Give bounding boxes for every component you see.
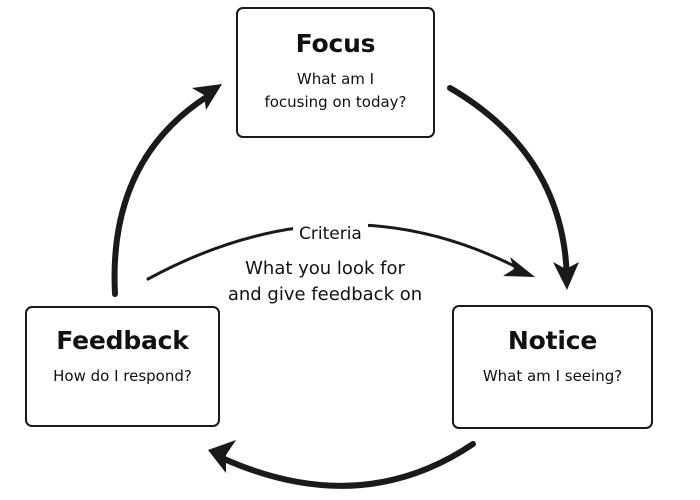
- arrow-feedback-to-focus: [111, 93, 211, 297]
- notice-title: Notice: [507, 326, 598, 355]
- focus-question-line2: focusing on today?: [264, 93, 407, 111]
- criteria-label: Criteria: [293, 223, 368, 245]
- arrow-notice-to-feedback: [219, 441, 476, 489]
- notice-box: Notice What am I seeing?: [452, 305, 653, 429]
- feedback-question: How do I respond?: [53, 367, 192, 385]
- arrow-focus-to-notice: [447, 85, 570, 284]
- criteria-description-line2: and give feedback on: [227, 284, 423, 305]
- arrowhead-criteria: [503, 257, 535, 277]
- arrowhead-feedback-to-focus: [192, 84, 222, 110]
- arrowhead-focus-to-notice: [553, 262, 579, 290]
- focus-question-line1: What am I: [296, 70, 375, 88]
- criteria-description-line1: What you look for: [245, 258, 405, 279]
- focus-title: Focus: [295, 29, 376, 58]
- notice-question: What am I seeing?: [482, 367, 623, 385]
- focus-box: Focus What am I focusing on today?: [236, 7, 435, 138]
- feedback-box: Feedback How do I respond?: [25, 306, 220, 427]
- arrowhead-notice-to-feedback: [208, 440, 236, 473]
- feedback-title: Feedback: [56, 326, 189, 355]
- criteria-description: What you look for and give feedback on: [220, 256, 430, 308]
